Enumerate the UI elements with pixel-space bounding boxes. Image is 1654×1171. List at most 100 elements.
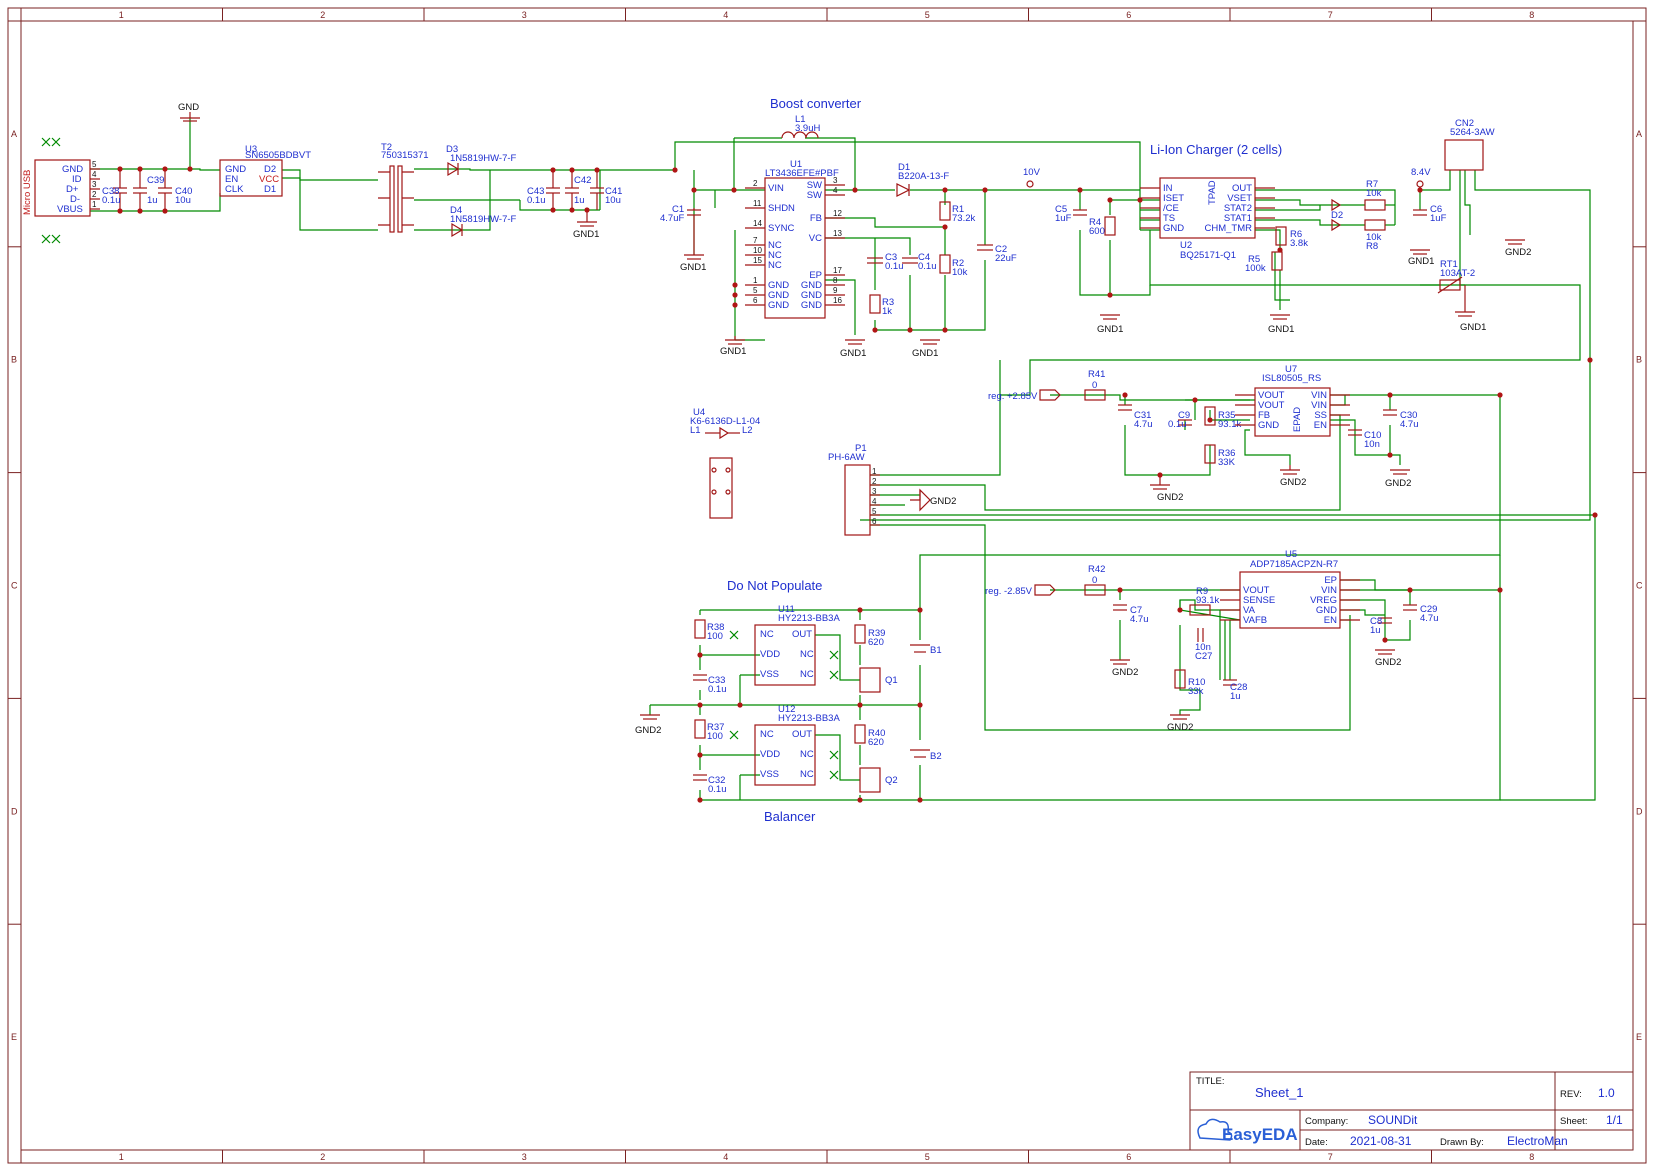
svg-text:C29: C29 xyxy=(1420,604,1437,615)
junction-dot xyxy=(872,327,878,333)
ic-pin-label: OUT xyxy=(1232,183,1252,194)
ic-u5[interactable]: U5 ADP7185ACPZN-R7 VOUTSENSEVAVAFBEPVINV… xyxy=(1220,549,1360,629)
ic-u7[interactable]: U7 ISL80505_RS EPAD VOUTVOUTFBGNDVINVINS… xyxy=(1235,364,1350,437)
svg-text:VCC: VCC xyxy=(259,174,279,185)
svg-text:BQ25171-Q1: BQ25171-Q1 xyxy=(1180,250,1236,261)
cap-c9[interactable]: C90.1u xyxy=(1168,410,1192,430)
led-d2[interactable]: D2 xyxy=(1331,198,1343,232)
ic-pin-label: TS xyxy=(1163,213,1175,224)
gnd2-symbol-c30: GND2 xyxy=(1385,469,1411,489)
cap-c1[interactable]: C14.7uF xyxy=(660,204,701,255)
res-r6[interactable]: R63.8k xyxy=(1275,226,1308,249)
battery-b1[interactable]: B1 xyxy=(910,644,942,656)
battery-b2[interactable]: B2 xyxy=(910,749,942,762)
svg-text:750315371: 750315371 xyxy=(381,150,429,161)
ic-pin-number: 3 xyxy=(833,176,838,185)
ic-u12[interactable]: U12 HY2213-BB3A NC VDD VSS OUT NC NC xyxy=(754,704,840,786)
cap-c7[interactable]: C74.7u xyxy=(1113,604,1149,625)
diode-d4[interactable]: D4 1N5819HW-7-F xyxy=(450,205,517,238)
junction-dot xyxy=(187,166,193,172)
inductor-l1[interactable]: L1 3.9uH xyxy=(781,114,820,139)
svg-text:C6: C6 xyxy=(1430,204,1442,215)
svg-text:4.7u: 4.7u xyxy=(1420,613,1439,624)
svg-text:1.0: 1.0 xyxy=(1598,1086,1615,1100)
ic-pin-label: GND xyxy=(801,290,822,301)
svg-text:D4: D4 xyxy=(450,205,462,216)
cap-c4[interactable]: C40.1u xyxy=(902,252,937,272)
transformer-t2[interactable]: T2 750315371 xyxy=(378,142,429,233)
diode-d1[interactable]: D1 B220A-13-F xyxy=(896,162,949,197)
svg-text:GND1: GND1 xyxy=(680,262,706,273)
junction-dot xyxy=(737,702,743,708)
svg-text:TPAD: TPAD xyxy=(1207,180,1218,205)
svg-text:NC: NC xyxy=(760,729,774,740)
svg-text:GND2: GND2 xyxy=(1280,477,1306,488)
svg-text:R2: R2 xyxy=(952,258,964,269)
ic-pin-label: VOUT xyxy=(1258,390,1285,401)
svg-text:C33: C33 xyxy=(708,675,725,686)
svg-text:C42: C42 xyxy=(574,175,591,186)
svg-text:U5: U5 xyxy=(1285,549,1297,560)
micro-usb-connector[interactable]: Micro USB GND ID D+ D- VBUS 5 4 3 2 1 xyxy=(22,137,100,244)
svg-text:22uF: 22uF xyxy=(995,253,1017,264)
ic-u1[interactable]: U1 LT3436EFE#PBF VIN2SHDN11SYNC14NC7NC10… xyxy=(745,159,845,319)
svg-text:D+: D+ xyxy=(66,184,79,195)
ic-u3[interactable]: U3 SN6505BDBVT GND EN CLK D2 VCC D1 xyxy=(219,144,311,197)
svg-text:NC: NC xyxy=(800,649,814,660)
ic-pin-label: SYNC xyxy=(768,223,795,234)
svg-text:VDD: VDD xyxy=(760,749,780,760)
ic-u11[interactable]: U11 HY2213-BB3A NC VDD VSS OUT NC NC xyxy=(754,604,840,686)
svg-text:10V: 10V xyxy=(1023,167,1041,178)
mosfet-q1[interactable]: Q1 xyxy=(859,667,898,693)
svg-text:2021-08-31: 2021-08-31 xyxy=(1350,1134,1412,1148)
switch-u4[interactable]: U4 K6-6136D-L1-04 L1 L2 xyxy=(690,407,760,519)
junction-dot xyxy=(697,652,703,658)
svg-text:U12: U12 xyxy=(778,704,795,715)
diode-d3[interactable]: D3 1N5819HW-7-F xyxy=(446,144,517,177)
gnd-symbol-top: GND xyxy=(178,102,200,122)
mosfet-q2[interactable]: Q2 xyxy=(859,767,898,793)
cap-c3[interactable]: C30.1u xyxy=(867,252,904,272)
junction-dot xyxy=(982,187,988,193)
ic-u2[interactable]: U2 BQ25171-Q1 TPAD INISET/CETSGNDOUTVSET… xyxy=(1140,177,1275,261)
svg-text:ISL80505_RS: ISL80505_RS xyxy=(1262,373,1321,384)
